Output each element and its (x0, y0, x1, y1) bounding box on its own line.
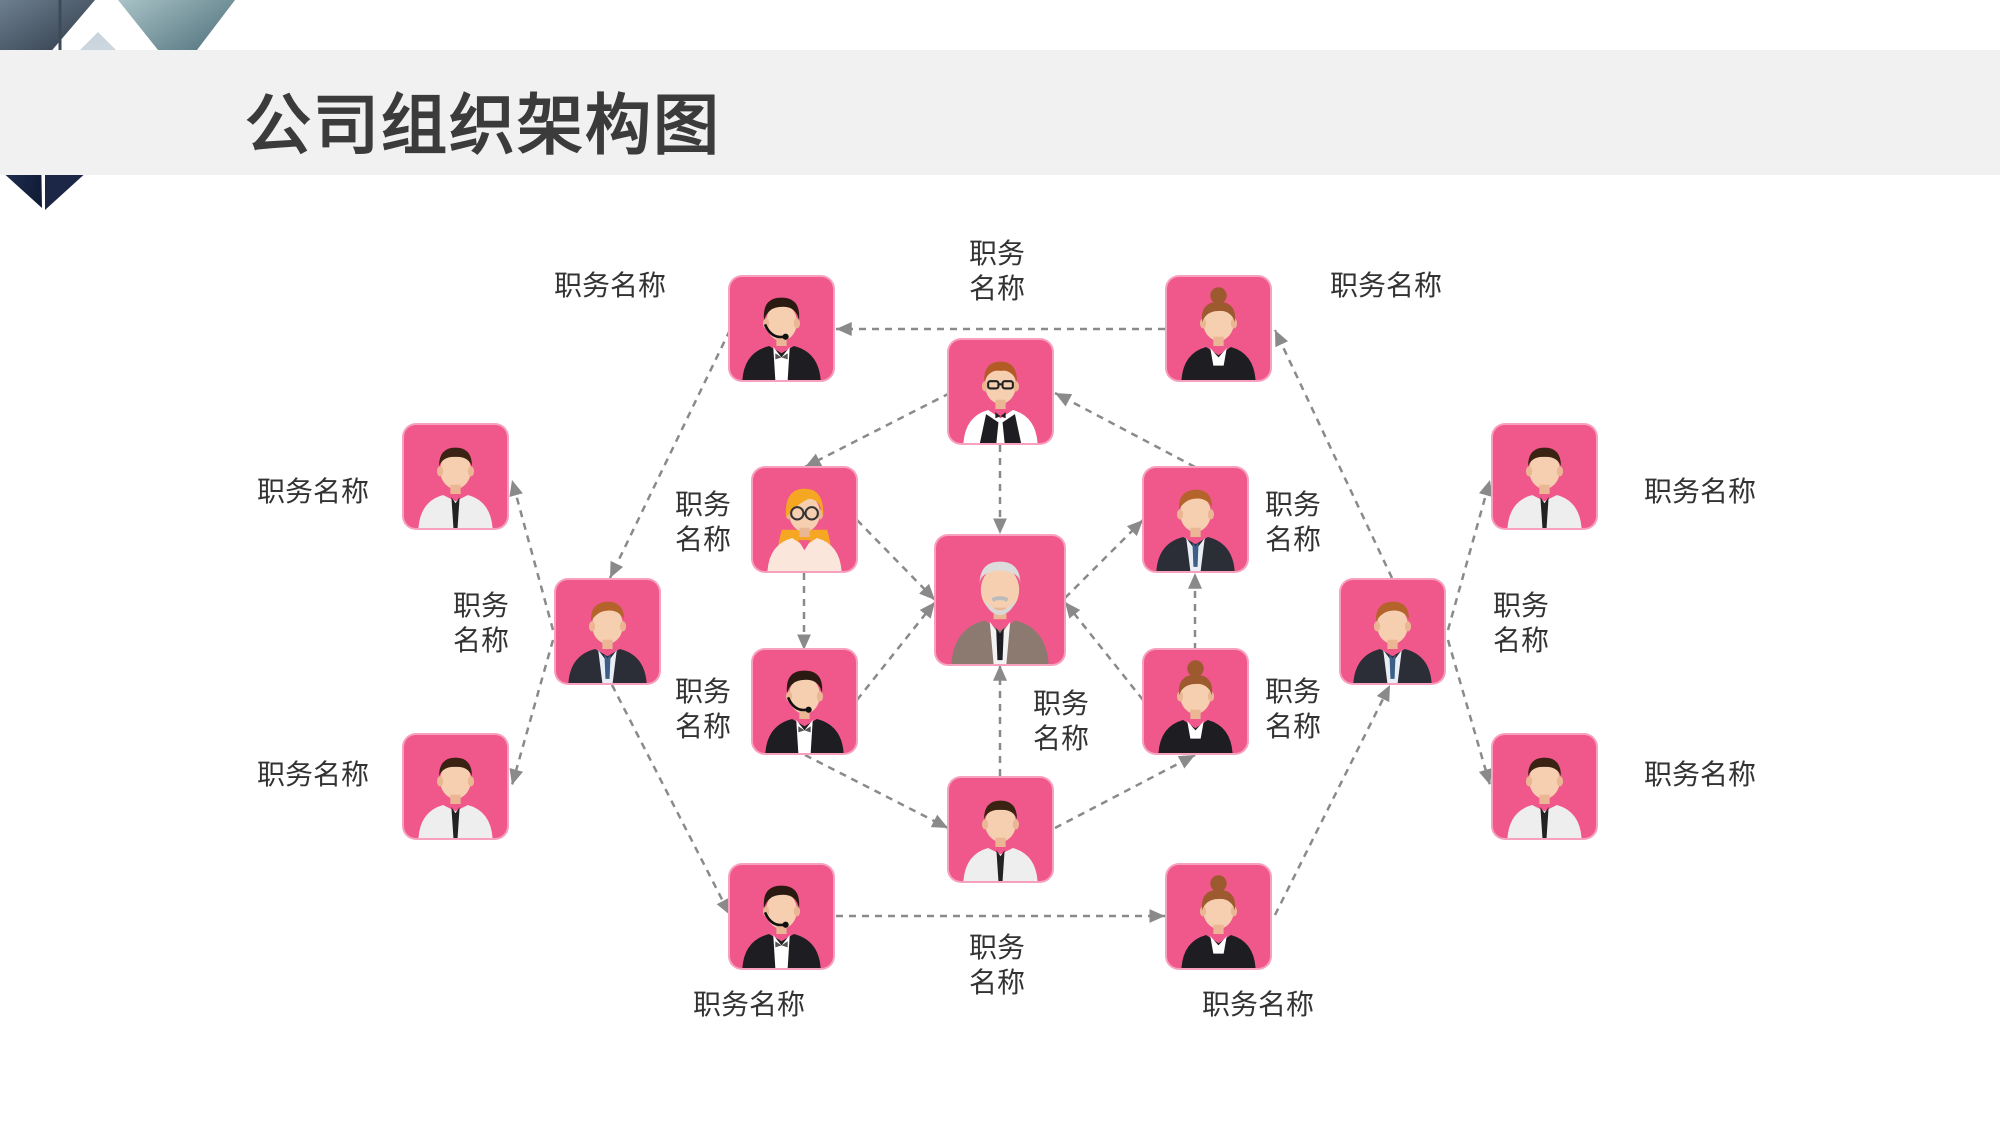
woman-bun-avatar-icon (1181, 875, 1256, 968)
label-hex-l: 职务名称 (452, 589, 509, 657)
headset-man-avatar-icon (765, 670, 844, 753)
man-suit-avatar-icon (1156, 489, 1235, 571)
label-leaf-lr: 职务名称 (1644, 758, 1757, 791)
node-leaf-ul (404, 425, 507, 528)
label-inner-ll: 职务名称 (674, 675, 731, 743)
node-bottom (949, 778, 1052, 881)
node-inner-ul (753, 468, 856, 571)
man-shirt-avatar-icon (418, 757, 493, 838)
label-hex-tl: 职务名称 (554, 269, 667, 302)
elderly-executive-avatar-icon (951, 561, 1049, 664)
label-hex-tr: 职务名称 (1330, 269, 1443, 302)
man-suit-avatar-icon (568, 601, 647, 683)
man-shirt-avatar-icon (418, 447, 493, 528)
label-leaf-ur: 职务名称 (1644, 475, 1757, 508)
node-inner-ll (753, 650, 856, 753)
edge-hex-r-leaf-lr (1446, 639, 1493, 786)
node-leaf-lr (1493, 735, 1596, 838)
label-leaf-ul: 职务名称 (257, 475, 370, 508)
label-leaf-ll: 职务名称 (257, 758, 370, 791)
node-leaf-ur (1493, 425, 1596, 528)
edge-inner-ur-top (1054, 391, 1196, 469)
node-hex-r (1341, 580, 1444, 683)
edge-inner-lr-center (1064, 601, 1144, 701)
edge-hex-l-leaf-ul (509, 479, 555, 631)
node-inner-lr (1144, 650, 1247, 753)
label-inner-ul: 职务名称 (674, 488, 731, 556)
man-shirt-avatar-icon (963, 800, 1038, 881)
page-title: 公司组织架构图 (245, 87, 721, 164)
label-top: 职务名称 (968, 237, 1025, 305)
edge-hex-l-bl (610, 684, 732, 916)
label-inner-lr: 职务名称 (1264, 675, 1321, 743)
node-inner-ur (1144, 468, 1247, 571)
node-center (936, 536, 1064, 664)
man-shirt-avatar-icon (1507, 447, 1582, 528)
man-shirt-avatar-icon (1507, 757, 1582, 838)
node-hex-bl (730, 865, 833, 968)
label-hex-r: 职务名称 (1492, 589, 1549, 657)
edge-hex-r-tr (1273, 329, 1394, 579)
woman-bun-avatar-icon (1158, 660, 1233, 753)
label-hex-bl: 职务名称 (693, 988, 806, 1021)
edge-inner-ll-bottom (804, 753, 949, 830)
headset-man-avatar-icon (742, 885, 821, 968)
edge-hex-br-r (1273, 684, 1392, 916)
node-hex-tl (730, 277, 833, 380)
node-top (949, 340, 1052, 443)
woman-bun-avatar-icon (1181, 287, 1256, 380)
label-inner-ur: 职务名称 (1264, 488, 1321, 556)
edge-inner-ul-center (856, 519, 936, 601)
edge-bottom-inner-lr (1054, 753, 1196, 830)
node-leaf-ll (404, 735, 507, 838)
label-edge-bottom: 职务名称 (968, 931, 1025, 999)
node-hex-br (1167, 865, 1270, 968)
edge-hex-tl-l (608, 329, 732, 579)
edge-top-inner-ul (804, 391, 951, 469)
edge-hex-r-leaf-ur (1446, 479, 1493, 631)
node-hex-l (556, 580, 659, 683)
title-band (0, 50, 2000, 175)
node-hex-tr (1167, 277, 1270, 380)
label-bottom: 职务名称 (1032, 687, 1089, 755)
edge-center-inner-ur (1064, 519, 1144, 599)
edge-hex-l-leaf-ll (509, 639, 555, 786)
label-hex-br: 职务名称 (1202, 988, 1315, 1021)
headset-man-avatar-icon (742, 297, 821, 380)
edge-inner-ll-center (856, 601, 936, 701)
glasses-man-vest-avatar-icon (963, 361, 1038, 443)
man-suit-avatar-icon (1353, 601, 1432, 683)
glasses-woman-avatar-icon (767, 488, 842, 571)
